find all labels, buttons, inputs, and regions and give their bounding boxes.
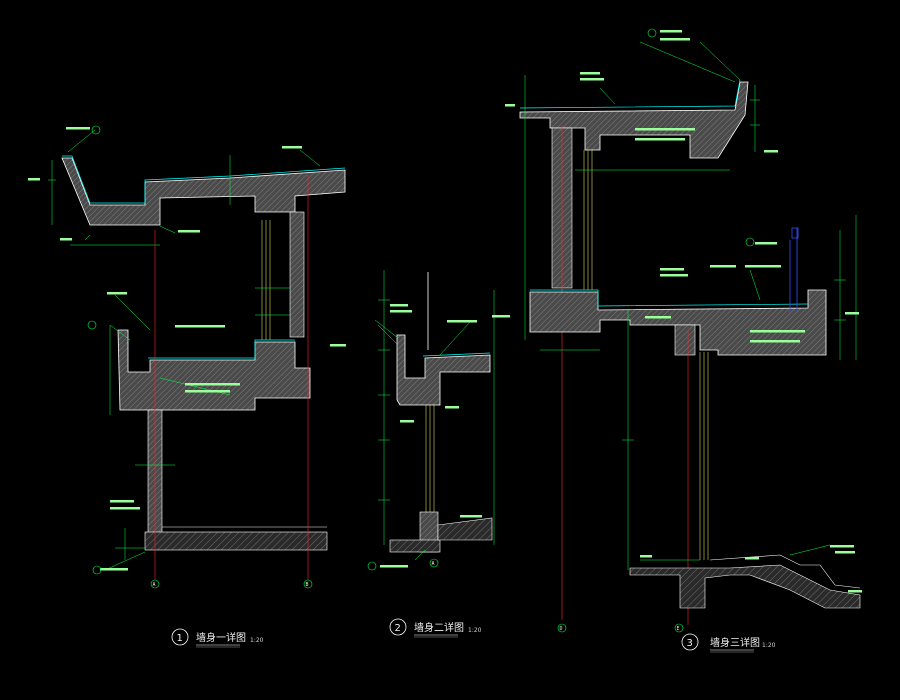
detail-number: 2	[395, 623, 401, 634]
detail-3-lower-annotation-bars	[640, 242, 862, 593]
detail-2-window-glass	[425, 405, 435, 512]
detail-number-circle	[171, 628, 189, 646]
wall-section-detail-2: A	[367, 270, 510, 571]
detail-1-axis-tag-a: A	[153, 582, 156, 588]
detail-title-text: 墙身二详图	[414, 621, 464, 634]
detail-3-floor-slab	[529, 289, 827, 356]
detail-title-text: 墙身一详图	[196, 631, 246, 644]
detail-2-ground	[389, 539, 441, 553]
detail-3-roof-slab	[519, 81, 749, 159]
detail-3-lower-wall	[674, 324, 696, 356]
detail-3-lower-dimensions	[540, 215, 857, 570]
detail-1-axis-tag-b: B	[306, 582, 309, 588]
detail-number: 1	[177, 633, 183, 644]
detail-3-axis-tag-d: D	[560, 626, 563, 632]
detail-1-window-glass	[261, 220, 271, 340]
detail-3-upper-annotation-bars	[505, 30, 778, 153]
wall-section-detail-3-upper	[505, 28, 778, 620]
detail-scale: 1:20	[468, 627, 482, 634]
detail-3-lower-window-glass	[699, 352, 709, 560]
detail-2-callout-circle	[367, 561, 377, 571]
detail-title-3: 3 墙身三详图 1:20	[681, 633, 776, 653]
detail-1-ground	[144, 531, 328, 551]
detail-3-upper-dimensions	[575, 41, 760, 171]
detail-2-floor-slab	[396, 334, 491, 406]
detail-1-upper-column	[289, 211, 305, 338]
detail-3-axis-tag-lower	[674, 623, 684, 633]
detail-1-annotation-bars	[28, 127, 346, 571]
detail-2-dimensions	[374, 270, 495, 561]
detail-scale: 1:20	[250, 637, 264, 644]
detail-number-circle	[389, 618, 407, 636]
wall-section-detail-3-lower: D E	[529, 215, 862, 633]
wall-section-detail-1: A B	[28, 125, 346, 589]
detail-1-floor-slab	[117, 329, 311, 411]
detail-2-axis-tag	[429, 558, 439, 568]
detail-title-text: 墙身三详图	[710, 636, 760, 649]
detail-title-2: 2 墙身二详图 1:20	[389, 618, 482, 638]
detail-2-axis-tag-a: A	[432, 561, 435, 567]
detail-3-callout-circle	[647, 28, 657, 38]
detail-number: 3	[687, 638, 693, 649]
detail-3-upper-window-glass	[583, 150, 593, 290]
detail-3-axis-tag	[557, 623, 567, 633]
detail-1-dimensions	[48, 129, 321, 571]
detail-1-roof-slab	[61, 157, 346, 226]
detail-number-circle	[681, 633, 699, 651]
detail-2-annotation-bars	[380, 304, 510, 568]
detail-3-ground	[629, 564, 861, 609]
detail-scale: 1:20	[762, 642, 776, 649]
detail-1-axis-tags	[150, 579, 313, 589]
detail-3-axis-tag-e: E	[677, 626, 680, 632]
detail-1-callout-circles	[87, 125, 102, 575]
detail-title-1: 1 墙身一详图 1:20	[171, 628, 264, 648]
